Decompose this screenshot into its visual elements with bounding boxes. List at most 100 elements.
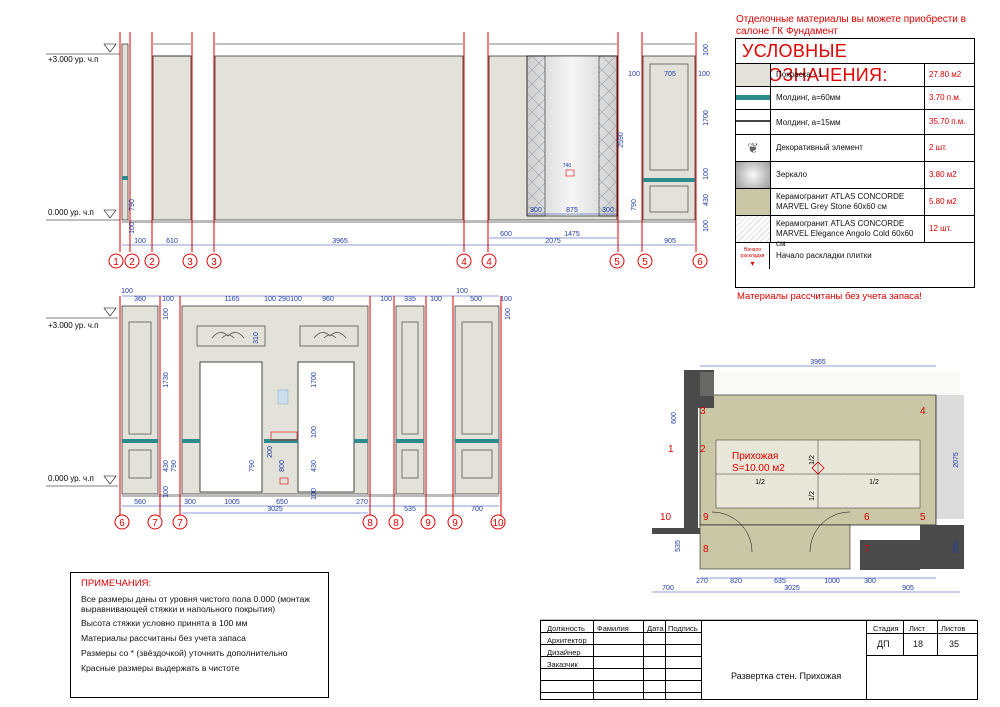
- dim-vertical: 430: [703, 194, 710, 206]
- dim: 100: [380, 296, 392, 303]
- plan-point: 5: [920, 512, 926, 523]
- dim: 635: [774, 578, 786, 585]
- legend-row: Зеркало 3.80 м2: [736, 162, 974, 189]
- legend-header: Отделочные материалы вы можете приобрест…: [736, 14, 966, 37]
- axis-marker: 8: [388, 514, 404, 530]
- dim: 705: [664, 71, 676, 78]
- axis-marker: 10: [490, 514, 506, 530]
- dim-vertical: 100: [129, 222, 136, 234]
- half-label: 1/2: [755, 479, 765, 486]
- top-elevation: +3.000 ур. ч.п 0.000 ур. ч.п: [46, 32, 710, 269]
- legend: УСЛОВНЫЕ ОБОЗНАЧЕНИЯ: Покраска - 1 27.80…: [735, 38, 975, 288]
- dim: 300: [530, 207, 542, 214]
- svg-text:7: 7: [177, 518, 183, 529]
- dim: 3965: [332, 238, 348, 245]
- svg-text:3: 3: [187, 257, 193, 268]
- svg-text:2: 2: [149, 257, 155, 268]
- axis-marker: 1: [108, 253, 124, 269]
- dim: 100: [628, 71, 640, 78]
- decorative-element-icon: [211, 332, 347, 339]
- dim: 960: [322, 296, 334, 303]
- tb-role: Заказчик: [547, 660, 578, 669]
- svg-text:4: 4: [486, 257, 492, 268]
- wall-6-7: [121, 305, 159, 495]
- dim: 100: [430, 296, 442, 303]
- legend-row: Керамогранит ATLAS CONCORDE MARVEL Elega…: [736, 216, 974, 248]
- doorway-right: [297, 361, 355, 493]
- half-label: 1/2: [809, 491, 816, 501]
- dim: 3025: [267, 506, 283, 513]
- dim: 290: [278, 296, 290, 303]
- dim: 905: [664, 238, 676, 245]
- dim: 600: [671, 412, 678, 424]
- axis-marker: 9: [447, 514, 463, 530]
- legend-row: Керамогранит ATLAS CONCORDE MARVEL Grey …: [736, 189, 974, 216]
- tb-header: Фамилия: [597, 624, 629, 633]
- dim: 905: [902, 585, 914, 592]
- dim: 100: [698, 71, 710, 78]
- level-zero-label: 0.000 ур. ч.п: [48, 208, 94, 217]
- plan-point: 10: [660, 512, 672, 523]
- dim-vertical: 790: [129, 199, 136, 211]
- dim-vertical: 2590: [618, 132, 625, 148]
- dim: 300: [602, 207, 614, 214]
- dim-vertical: 430: [311, 460, 318, 472]
- note-item: Все размеры даны от уровня чистого пола …: [81, 594, 311, 614]
- dim: 820: [730, 578, 742, 585]
- tile-start-icon: [811, 461, 825, 475]
- wall-2-3: [152, 55, 192, 221]
- dim: 100: [162, 296, 174, 303]
- dim: 1005: [224, 499, 240, 506]
- dim: 650: [276, 499, 288, 506]
- dim: 535: [675, 540, 682, 552]
- room-area: S=10.00 м2: [732, 463, 785, 474]
- dim-vertical: 100: [703, 220, 710, 232]
- svg-text:8: 8: [393, 518, 399, 529]
- legend-title: УСЛОВНЫЕ ОБОЗНАЧЕНИЯ:: [736, 39, 974, 85]
- dim: 1475: [564, 231, 580, 238]
- drawing-title: Развертка стен. Прихожая: [731, 671, 842, 681]
- level-top-label: +3.000 ур. ч.п: [48, 55, 98, 64]
- dim: 560: [953, 541, 960, 553]
- dim: 100: [500, 296, 512, 303]
- axis-marker: 2: [124, 253, 140, 269]
- legend-row: Начало раскладки▾ Начало раскладки плитк…: [736, 243, 974, 269]
- dim: 360: [134, 296, 146, 303]
- dim: 100: [121, 288, 133, 295]
- tb-stage: ДП: [877, 639, 890, 649]
- tb-role: Архитектор: [547, 636, 587, 645]
- wall-9-10: [454, 305, 500, 495]
- axis-marker: 7: [172, 514, 188, 530]
- bottom-elevation: +3.000 ур. ч.п 0.000 ур. ч.п: [46, 288, 512, 530]
- tb-header: Подпись: [668, 624, 698, 633]
- dim-vertical: 800: [279, 460, 286, 472]
- wall-1-2: [121, 43, 129, 221]
- dim: 335: [404, 296, 416, 303]
- axis-marker: 6: [114, 514, 130, 530]
- axis-marker: 3: [182, 253, 198, 269]
- note-item: Размеры со * (звёздочкой) уточнить допол…: [81, 648, 288, 658]
- dim: 100: [264, 296, 276, 303]
- wall-5-6: [642, 55, 696, 221]
- tb-header: Должность: [547, 624, 585, 633]
- notes-title: ПРИМЕЧАНИЯ:: [81, 578, 152, 589]
- tb-sheet-header: Листов: [941, 624, 966, 633]
- legend-row: Молдинг, а=15мм 35.70 п.м.: [736, 110, 974, 135]
- half-label: 1/2: [869, 479, 879, 486]
- tb-sheet: 18: [913, 639, 924, 649]
- note-item: Материалы рассчитаны без учета запаса: [81, 633, 246, 643]
- tb-header: Дата: [647, 624, 664, 633]
- dim: 270: [696, 578, 708, 585]
- svg-text:7: 7: [152, 518, 158, 529]
- plan-point: 7: [864, 544, 870, 555]
- axis-marker: 6: [692, 253, 708, 269]
- materials-note: Материалы рассчитаны без учета запаса!: [737, 291, 922, 302]
- note-item: Высота стяжки условно принята в 100 мм: [81, 618, 248, 628]
- dim-vertical: 790: [631, 199, 638, 211]
- wall-8-9: [395, 305, 425, 495]
- axis-marker: 5: [637, 253, 653, 269]
- tb-sheet-header: Стадия: [873, 624, 899, 633]
- dim: 535: [404, 506, 416, 513]
- plan-point: 8: [703, 544, 709, 555]
- dim-vertical: 430: [163, 460, 170, 472]
